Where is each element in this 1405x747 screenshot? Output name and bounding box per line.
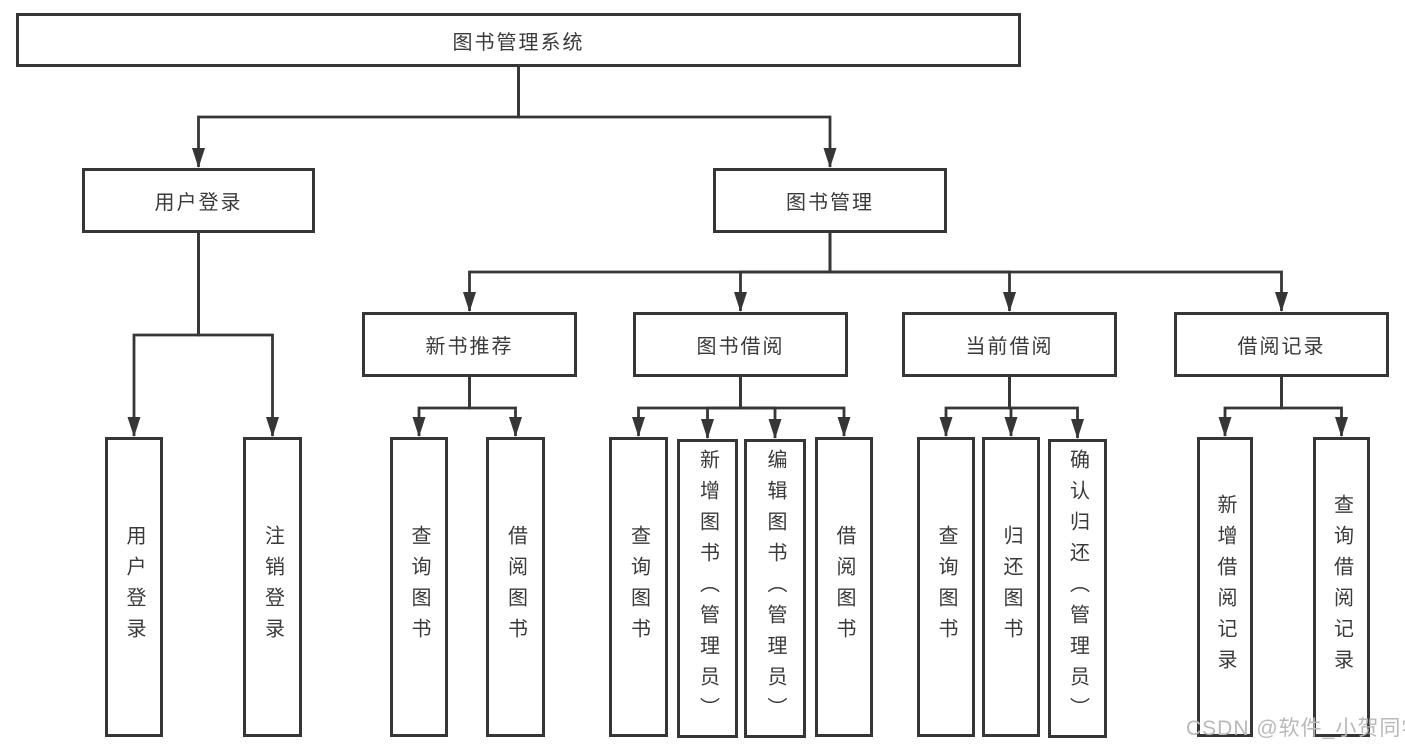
edge-new-books-to-nb-query (412, 377, 471, 437)
node-bb-borrow: 借阅图书 (815, 437, 873, 737)
node-label-current-borrow: 当前借阅 (965, 336, 1054, 358)
node-label-cb-return: 归还图书 (1000, 525, 1022, 649)
node-bb-query: 查询图书 (609, 437, 668, 737)
node-label-cb-confirm: 确认归还（管理员） (1066, 449, 1089, 728)
node-label-user-login: 用户登录 (154, 192, 243, 214)
node-book-mgmt: 图书管理 (713, 168, 947, 233)
edge-current-borrow-to-cb-confirm (1008, 377, 1084, 439)
node-nb-borrow: 借阅图书 (486, 437, 545, 737)
node-label-borrow-records: 借阅记录 (1237, 336, 1326, 358)
edge-current-borrow-to-cb-query (939, 377, 1011, 437)
edge-user-login-to-logout-leaf (197, 233, 279, 437)
node-current-borrow: 当前借阅 (902, 312, 1117, 377)
node-br-query: 查询借阅记录 (1313, 437, 1370, 737)
node-new-books: 新书推荐 (362, 312, 577, 377)
node-cb-confirm: 确认归还（管理员） (1048, 439, 1107, 738)
node-label-bb-borrow: 借阅图书 (833, 525, 855, 649)
node-root: 图书管理系统 (16, 13, 1021, 67)
node-book-borrow: 图书借阅 (633, 312, 848, 377)
node-label-bb-add: 新增图书（管理员） (696, 449, 719, 728)
edge-root-to-book-mgmt (517, 67, 837, 168)
node-label-cb-query: 查询图书 (935, 525, 957, 649)
edge-book-mgmt-to-borrow-records (828, 233, 1288, 312)
node-label-new-books: 新书推荐 (425, 336, 514, 358)
node-nb-query: 查询图书 (390, 437, 448, 737)
node-borrow-records: 借阅记录 (1174, 312, 1389, 377)
node-label-br-query: 查询借阅记录 (1330, 494, 1353, 680)
node-label-nb-borrow: 借阅图书 (504, 525, 527, 649)
edge-book-mgmt-to-book-borrow (734, 233, 832, 312)
node-bb-add: 新增图书（管理员） (677, 439, 738, 738)
node-login-leaf: 用户登录 (105, 437, 163, 737)
edge-user-login-to-login-leaf (127, 233, 200, 437)
edge-book-borrow-to-bb-borrow (739, 377, 851, 437)
watermark: CSDN @软件_小贺同学 (1186, 717, 1405, 740)
node-label-bb-edit: 编辑图书（管理员） (764, 449, 786, 728)
edge-book-borrow-to-bb-add (701, 377, 742, 439)
node-cb-return: 归还图书 (982, 437, 1040, 737)
edge-book-borrow-to-bb-query (632, 377, 742, 437)
node-label-root: 图书管理系统 (452, 31, 585, 54)
node-br-add: 新增借阅记录 (1197, 437, 1253, 737)
node-cb-query: 查询图书 (917, 437, 975, 737)
edge-new-books-to-nb-borrow (468, 377, 522, 437)
node-bb-edit: 编辑图书（管理员） (744, 439, 806, 738)
node-user-login: 用户登录 (82, 168, 315, 233)
edge-root-to-user-login (192, 67, 520, 168)
edge-borrow-records-to-br-query (1280, 377, 1348, 437)
node-label-book-borrow: 图书借阅 (696, 336, 785, 358)
node-label-logout-leaf: 注销登录 (261, 525, 284, 649)
node-label-nb-query: 查询图书 (408, 525, 430, 649)
node-label-login-leaf: 用户登录 (123, 525, 145, 649)
node-label-br-add: 新增借阅记录 (1214, 494, 1236, 680)
node-label-bb-query: 查询图书 (627, 525, 650, 649)
node-logout-leaf: 注销登录 (243, 437, 302, 737)
node-label-book-mgmt: 图书管理 (786, 192, 874, 214)
edge-borrow-records-to-br-add (1218, 377, 1283, 437)
